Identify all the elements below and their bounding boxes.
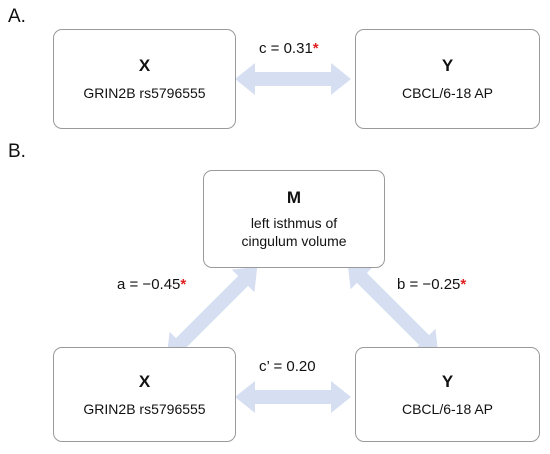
panel-b-x-desc: GRIN2B rs5796555 [83,400,206,417]
panel-a-x-box: X GRIN2B rs5796555 [53,29,236,129]
panel-b-y-var: Y [441,371,454,391]
panel-b-m-desc-line1: left isthmus of [250,215,338,231]
panel-a-y-desc: CBCL/6-18 AP [401,85,494,101]
panel-b-x-var: X [138,371,151,391]
arrow-c-prime [235,381,351,413]
panel-a-x-desc: GRIN2B rs5796555 [83,85,206,101]
arrow-b [347,263,439,355]
path-c-value: c = 0.31 [259,40,313,57]
significance-star: * [312,40,319,57]
panel-b-y-desc: CBCL/6-18 AP [401,400,494,417]
path-c-prime-value: c’ = 0.20 [259,358,316,375]
panel-b-x-box: X GRIN2B rs5796555 [53,347,236,442]
panel-a-x-var: X [138,56,151,75]
arrow-c [235,63,351,95]
panel-b-m-desc-line2: cingulum volume [241,233,347,249]
panel-a-label: A. [8,6,26,27]
path-c-prime-label: c’ = 0.20 [259,358,316,375]
panel-b-m-desc: left isthmus of cingulum volume [241,214,346,250]
arrow-a [166,266,258,358]
panel-a-y-box: Y CBCL/6-18 AP [355,29,540,129]
panel-b-label: B. [8,141,26,162]
path-a-label: a = −0.45* [117,276,186,293]
panel-b-m-box: M left isthmus of cingulum volume [203,170,385,268]
panel-b-m-var: M [286,188,302,207]
significance-star: * [180,276,187,293]
path-b-label: b = −0.25* [397,276,466,293]
path-c-label: c = 0.31* [259,40,319,57]
panel-a-y-var: Y [441,56,454,75]
path-a-value: a = −0.45 [117,276,181,293]
significance-star: * [460,276,467,293]
panel-b-y-box: Y CBCL/6-18 AP [355,347,540,442]
path-b-value: b = −0.25 [397,276,461,293]
